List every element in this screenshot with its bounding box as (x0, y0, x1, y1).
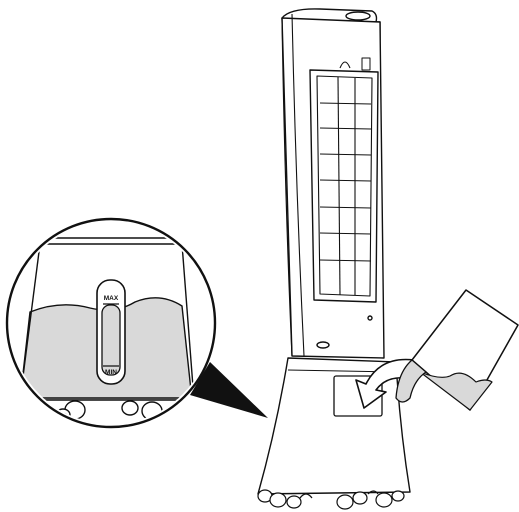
water-level-magnifier: MAX MIN (5, 217, 217, 429)
tower-fan (257, 8, 411, 510)
min-label: MIN (105, 369, 117, 376)
base-wheels (257, 489, 405, 510)
callout-pointer (190, 362, 268, 418)
water-pouring-icon (395, 289, 519, 411)
curved-arrow-icon (355, 358, 415, 409)
max-label: MAX (104, 295, 119, 302)
